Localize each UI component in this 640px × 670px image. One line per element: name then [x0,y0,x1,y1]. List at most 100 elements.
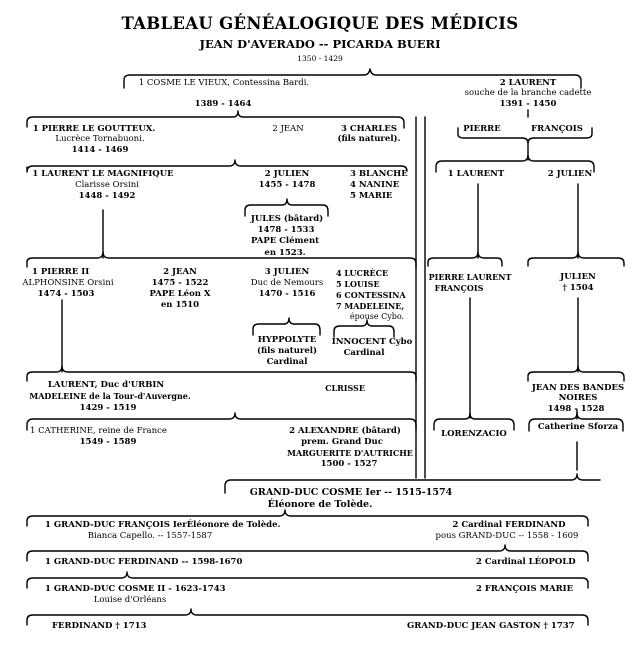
marie-name: 5 MARIE [350,191,393,201]
brace-laurent-cadet-children [427,251,503,267]
pierre-ii-dates: 1474 - 1503 [37,289,95,299]
francois-cadet-name: FRANÇOIS [531,124,583,134]
alexandre-spouse: MARGUERITE D'AUTRICHE [287,448,413,458]
brace-innocent [333,319,395,338]
francois-cadet-child: FRANÇOIS [434,283,484,293]
julien-nemours-dates: 1470 - 1516 [258,289,316,299]
julien-nemours-title: Duc de Nemours [250,278,324,288]
pierre-goutteux-spouse: Lucrèce Tornabuoni. [55,134,145,144]
jean-leon-dates: 1475 - 1522 [151,278,209,288]
pierre-cadet-name: PIERRE [463,124,501,134]
brace-jean-bandes [527,365,625,382]
pierre-ii-name: 1 PIERRE II [32,267,90,277]
francois-marie-name: 2 FRANÇOIS MARIE [476,584,574,594]
jean-gaston-name: GRAND-DUC JEAN GASTON † 1737 [407,621,575,631]
julien-2-name: 2 JULIEN [264,169,310,179]
laurent-urbin-name: LAURENT, Duc d'URBIN [47,380,165,390]
pierre-goutteux-name: 1 PIERRE LE GOUTTEUX. [32,124,156,134]
laurent-urbin-dates: 1429 - 1519 [79,403,137,413]
jean-bandes-noires: NOIRES [558,393,598,403]
ferdinand-gd-name: 1 GRAND-DUC FERDINAND -- 1598-1670 [45,557,243,567]
laurent-magnifique-name: 1 LAURENT LE MAGNIFIQUE [32,169,174,179]
pierre-laurent-name: PIERRE LAURENT [428,272,512,282]
julien-2-dates: 1455 - 1478 [258,180,316,190]
brace-founder [123,68,582,89]
cosme-ier-spouse: Éléonore de Tolède. [267,499,373,510]
cosme-vieux-name: 1 COSME LE VIEUX, Contessina Bardi. [138,78,310,88]
brace-pierre-ii-children [26,365,417,382]
brace-cosme-children [26,110,405,129]
francois-ier-name: 1 GRAND-DUC FRANÇOIS IerÉléonore de Tolè… [45,520,281,530]
madeleine-spouse: épouse Cybo. [349,312,405,321]
brace-ferdinand-gd-children [26,571,589,589]
laurent-urbin-spouse: MADELEINE de la Tour-d'Auvergne. [29,391,191,401]
clrisse-name: CLRISSE [325,383,365,393]
jean-bandes-dates: 1498 - 1528 [547,404,605,414]
contessina-name: 6 CONTESSINA [336,290,406,300]
hyppolyte-title: Cardinal [266,357,308,367]
ferdinand-1713-name: FERDINAND † 1713 [52,621,147,631]
brace-laurent-urbin-children [26,412,417,431]
charles-note: (fils naturel). [337,134,401,144]
madeleine-name: 7 MADELEINE, [336,301,405,311]
brace-cosme-ier [224,473,601,494]
jules-title: PAPE Clément [250,236,320,246]
brace-cosme-ii-children [26,608,589,626]
founder-name: JEAN D'AVERADO -- PICARDA BUERI [199,37,441,51]
pierre-ii-spouse: ALPHONSINE Orsini [22,278,114,288]
jules-dates: 1478 - 1533 [257,225,315,235]
laurent-magnifique-spouse: Clarisse Orsini [75,180,139,190]
founder-dates: 1350 - 1429 [297,54,343,63]
ferdinand-cardinal-title: pous GRAND-DUC -- 1558 - 1609 [435,531,579,541]
lucrece-name: 4 LUCRÈCE [336,268,389,278]
blanche-name: 3 BLANCHE [350,169,408,179]
pierre-goutteux-dates: 1414 - 1469 [71,145,129,155]
catherine-sforza-name: Catherine Sforza [537,422,619,432]
nanine-name: 4 NANINE [350,180,400,190]
leopold-name: 2 Cardinal LÉOPOLD [476,557,576,567]
brace-francois-children [435,154,595,173]
cosme-ier-name: GRAND-DUC COSME Ier -- 1515-1574 [249,487,453,498]
brace-lorenzacio [433,412,515,431]
cosme-vieux-dates: 1389 - 1464 [194,99,252,109]
hyppolyte-name: HYPPOLYTE [257,335,317,345]
jean-2-name: 2 JEAN [272,124,304,134]
lorenzacio-name: LORENZACIO [441,429,507,439]
alexandre-name: 2 ALEXANDRE (bâtard) [289,426,401,436]
louise-name: 5 LOUISE [336,279,380,289]
julien-2-cadet-name: 2 JULIEN [547,169,593,179]
jean-leon-title: PAPE Léon X [149,289,211,299]
brace-jean-bandes-children [528,412,624,432]
alexandre-title: prem. Grand Duc [301,437,383,447]
laurent-1-cadet-name: 1 LAURENT [447,169,505,179]
jules-name: JULES (bâtard) [250,214,324,224]
innocent-name: INNOCENT Cybo [331,337,413,347]
innocent-title: Cardinal [343,348,385,358]
brace-laurent-magnifique-children [26,251,417,268]
brace-hyppolyte [252,317,321,336]
chart-title: TABLEAU GÉNÉALOGIQUE DES MÉDICIS [121,14,519,33]
jean-leon-name: 2 JEAN [163,267,197,277]
hyppolyte-note: (fils naturel) [256,346,318,356]
julien-1504-death: † 1504 [562,283,594,293]
charles-name: 3 CHARLES [341,124,397,134]
alexandre-dates: 1500 - 1527 [320,459,378,469]
laurent-magnifique-dates: 1448 - 1492 [78,191,136,201]
catherine-dates: 1549 - 1589 [79,437,137,447]
brace-ferdinand-children [26,544,589,562]
laurent-cadet-dates: 1391 - 1450 [499,99,557,109]
brace-julien-cadet-child [527,251,625,267]
francois-ier-spouse: Bianca Capello. -- 1557-1587 [87,531,213,541]
catherine-name: 1 CATHERINE, reine de France [30,426,167,436]
jean-bandes-name: JEAN DES BANDES [531,383,625,393]
laurent-cadet-name: 2 LAURENT [499,78,557,88]
julien-nemours-name: 3 JULIEN [264,267,310,277]
ferdinand-cardinal-name: 2 Cardinal FERDINAND [452,520,566,530]
laurent-cadet-note: souche de la branche cadette [464,88,592,98]
cosme-ii-spouse: Louise d'Orléans [93,595,167,605]
jean-leon-year: en 1510 [160,300,200,310]
cosme-ii-name: 1 GRAND-DUC COSME II - 1623-1743 [45,584,226,594]
jules-year: en 1523. [264,248,306,258]
